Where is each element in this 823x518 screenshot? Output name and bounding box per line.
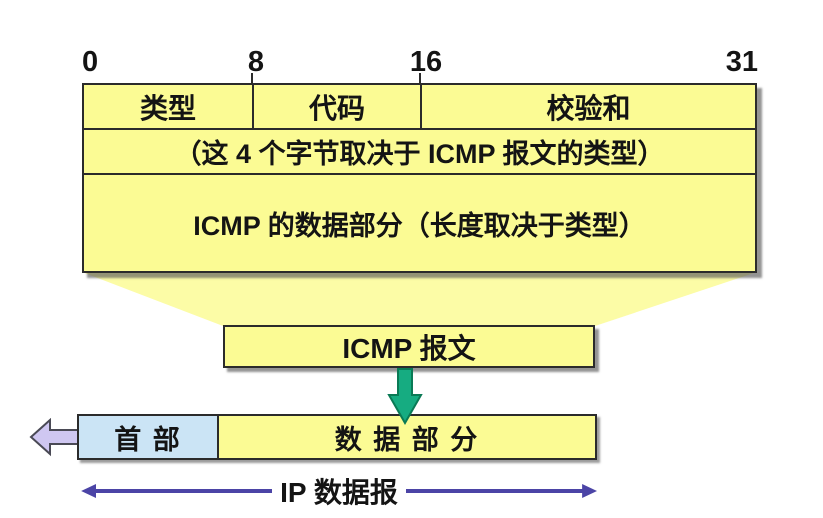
bit-tick-16 — [419, 73, 421, 84]
field-type-cell: 类型 — [84, 85, 254, 128]
ip-datagram-measure: IP 数据报 — [80, 475, 598, 508]
funnel-shape — [82, 272, 757, 326]
measure-left-arrow-icon — [81, 484, 273, 498]
icmp-note-row: （这 4 个字节取决于 ICMP 报文的类型） — [84, 130, 755, 175]
icmp-format-table: 类型 代码 校验和 （这 4 个字节取决于 ICMP 报文的类型） ICMP 的… — [82, 83, 757, 273]
bit-label-16: 16 — [409, 46, 443, 78]
icmp-data-row: ICMP 的数据部分（长度取决于类型） — [193, 210, 646, 241]
ip-data-box: 数 据 部 分 — [219, 416, 595, 458]
icmp-message-label: ICMP 报文 — [342, 332, 476, 364]
ip-datagram-caption: IP 数据报 — [280, 477, 398, 508]
measure-right-arrow-icon — [405, 484, 597, 498]
left-arrow-icon — [29, 418, 80, 457]
icmp-message-box: ICMP 报文 — [223, 325, 595, 368]
field-code-cell: 代码 — [254, 85, 422, 128]
down-arrow-icon — [387, 368, 423, 426]
ip-datagram-row: 首 部 数 据 部 分 — [77, 414, 597, 460]
bit-label-0: 0 — [82, 46, 99, 78]
ip-header-box: 首 部 — [79, 416, 219, 458]
bit-label-31: 31 — [725, 46, 758, 78]
field-checksum-cell: 校验和 — [546, 92, 631, 124]
bit-label-8: 8 — [247, 46, 265, 78]
icmp-header-fields-row: 类型 代码 校验和 — [84, 85, 755, 130]
bit-tick-8 — [251, 73, 253, 84]
